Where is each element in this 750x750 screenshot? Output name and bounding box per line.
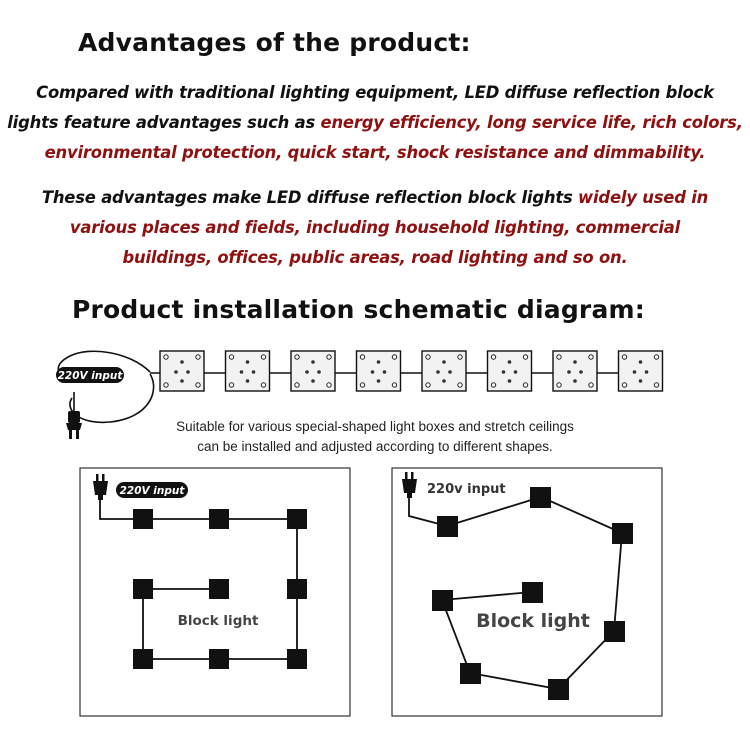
block-light-square: [432, 590, 453, 611]
block-light-square: [604, 621, 625, 642]
applications-paragraph: These advantages make LED diffuse reflec…: [0, 183, 750, 273]
schematic-heading: Product installation schematic diagram:: [72, 295, 645, 324]
diagram-left-input-badge: 220V input: [116, 482, 188, 498]
paragraph2-line1-highlight: widely used in: [578, 188, 709, 207]
block-light-square: [209, 649, 229, 669]
chain-plug-icon: [66, 411, 82, 439]
block-light-square: [133, 509, 153, 529]
led-module: [421, 350, 467, 392]
chain-input-badge: 220V input: [56, 367, 124, 383]
diagram-left-blocks: [133, 509, 307, 669]
block-light-square: [287, 579, 307, 599]
chain-input-label: 220V input: [58, 370, 124, 382]
diagram-right-block-label: Block light: [476, 610, 590, 632]
led-module: [224, 350, 271, 392]
block-light-square: [612, 523, 633, 544]
installation-note-line1: Suitable for various special-shaped ligh…: [176, 419, 574, 434]
block-light-square: [522, 582, 543, 603]
diagram-right-blocks: [432, 487, 633, 700]
block-light-square: [209, 509, 229, 529]
paragraph2-line2-highlight: various places and fields, including hou…: [69, 218, 681, 237]
installation-note: Suitable for various special-shaped ligh…: [0, 417, 750, 457]
led-module: [355, 350, 402, 392]
block-light-square: [437, 516, 458, 537]
block-light-square: [287, 509, 307, 529]
block-light-square: [133, 649, 153, 669]
block-light-square: [209, 579, 229, 599]
paragraph1-line2-highlight: energy efficiency, long service life, ri…: [320, 113, 743, 132]
diagram-right-wire: [408, 496, 623, 690]
block-light-square: [133, 579, 153, 599]
paragraph2-line3-highlight: buildings, offices, public areas, road l…: [122, 248, 628, 267]
advantages-paragraph: Compared with traditional lighting equip…: [0, 78, 750, 168]
installation-note-line2: can be installed and adjusted according …: [197, 439, 553, 454]
block-light-square: [460, 663, 481, 684]
block-light-square: [548, 679, 569, 700]
led-module: [290, 350, 336, 392]
paragraph2-line1-plain: These advantages make LED diffuse reflec…: [41, 188, 579, 207]
diagram-left-input-label: 220V input: [120, 485, 186, 497]
diagram-left-block-label: Block light: [178, 613, 259, 629]
paragraph1-line2-plain: lights feature advantages such as: [7, 113, 321, 132]
led-module: [617, 350, 664, 392]
advantages-heading: Advantages of the product:: [78, 28, 471, 57]
led-module: [159, 350, 205, 392]
led-module: [552, 350, 598, 392]
paragraph1-line1: Compared with traditional lighting equip…: [36, 83, 714, 102]
diagram-right-input-label: 220v input: [427, 482, 506, 497]
block-light-square: [287, 649, 307, 669]
led-module: [486, 350, 533, 392]
diagram-right-plug-icon: [402, 472, 417, 498]
block-light-square: [530, 487, 551, 508]
chain-modules: [159, 350, 664, 392]
paragraph1-line3-highlight: environmental protection, quick start, s…: [44, 143, 706, 162]
paragraph2-line1: These advantages make LED diffuse reflec…: [0, 183, 750, 213]
paragraph1-line2: lights feature advantages such as energy…: [0, 108, 750, 138]
diagram-left-plug-icon: [93, 474, 108, 500]
